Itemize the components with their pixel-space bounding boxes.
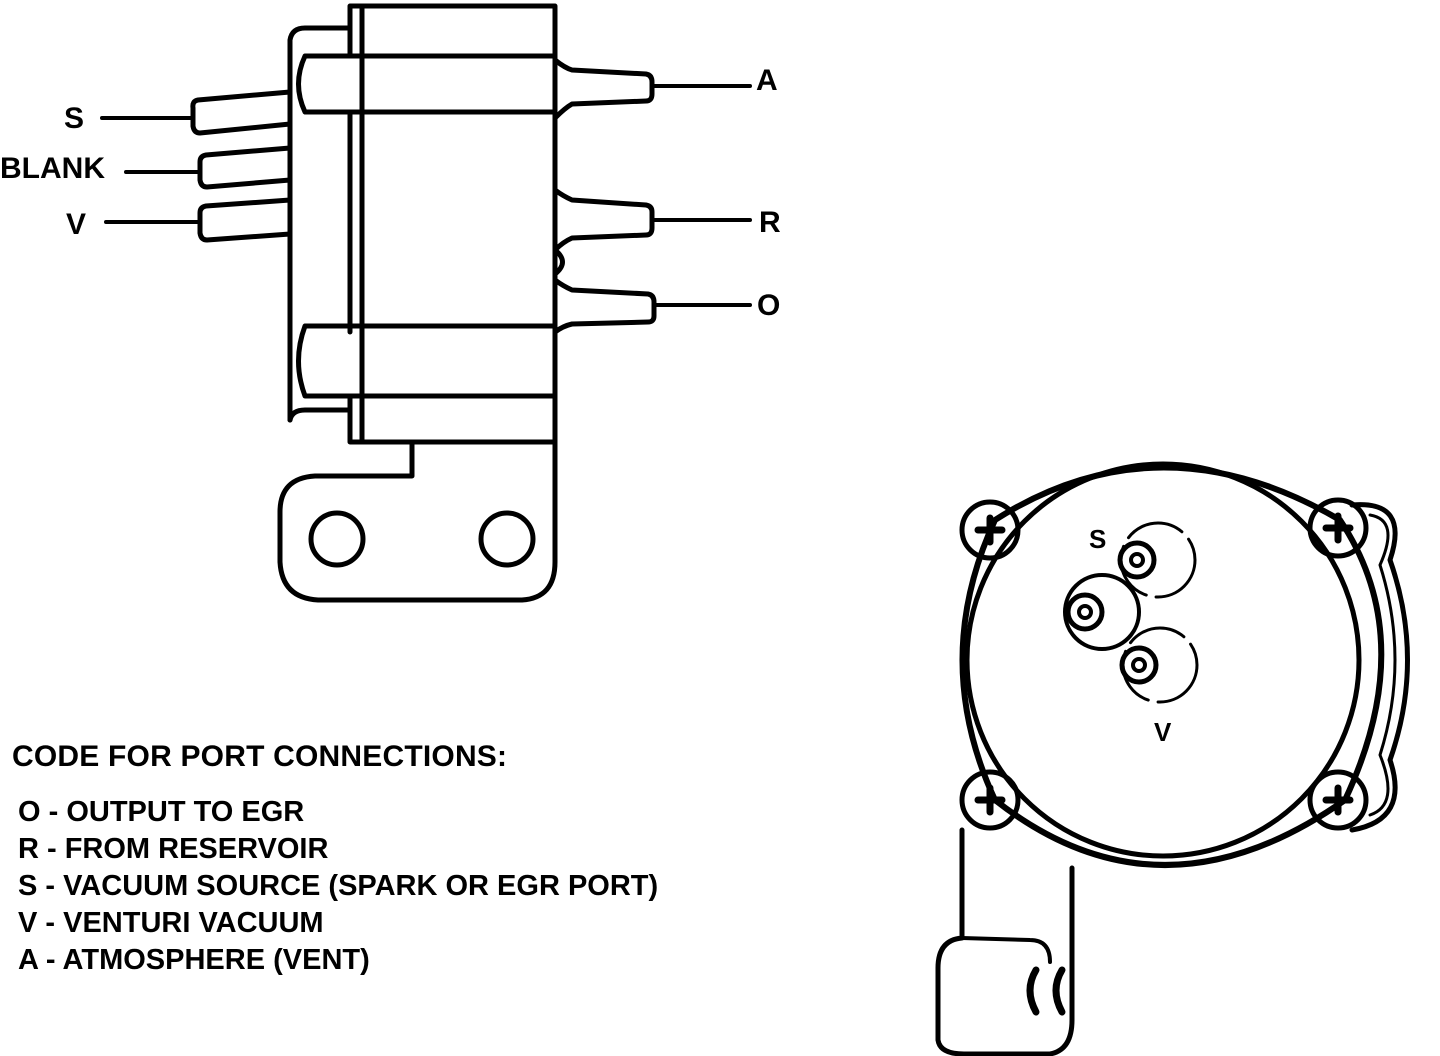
port-code-legend: CODE FOR PORT CONNECTIONS: O - OUTPUT TO… bbox=[12, 740, 658, 979]
port-label-o: O bbox=[757, 289, 780, 322]
legend-entry-v: V - VENTURI VACUUM bbox=[18, 907, 324, 939]
legend-title: CODE FOR PORT CONNECTIONS: bbox=[12, 740, 508, 773]
top-label-s: S bbox=[1089, 524, 1106, 554]
port-label-r: R bbox=[759, 206, 781, 239]
legend-entry-a: A - ATMOSPHERE (VENT) bbox=[18, 944, 370, 976]
top-port-s bbox=[1117, 521, 1197, 599]
legend-entry-o: O - OUTPUT TO EGR bbox=[18, 796, 305, 828]
valve-side-view bbox=[100, 3, 752, 603]
port-label-blank: BLANK bbox=[0, 152, 105, 185]
legend-entry-r: R - FROM RESERVOIR bbox=[18, 833, 329, 865]
top-label-v: V bbox=[1154, 717, 1172, 747]
legend-entry-s: S - VACUUM SOURCE (SPARK OR EGR PORT) bbox=[18, 870, 659, 902]
port-label-s: S bbox=[64, 102, 84, 135]
top-port-center bbox=[1063, 573, 1141, 651]
top-port-v bbox=[1119, 626, 1199, 704]
port-label-a: A bbox=[756, 64, 778, 97]
port-label-v: V bbox=[66, 208, 86, 241]
valve-top-view bbox=[935, 461, 1410, 1056]
